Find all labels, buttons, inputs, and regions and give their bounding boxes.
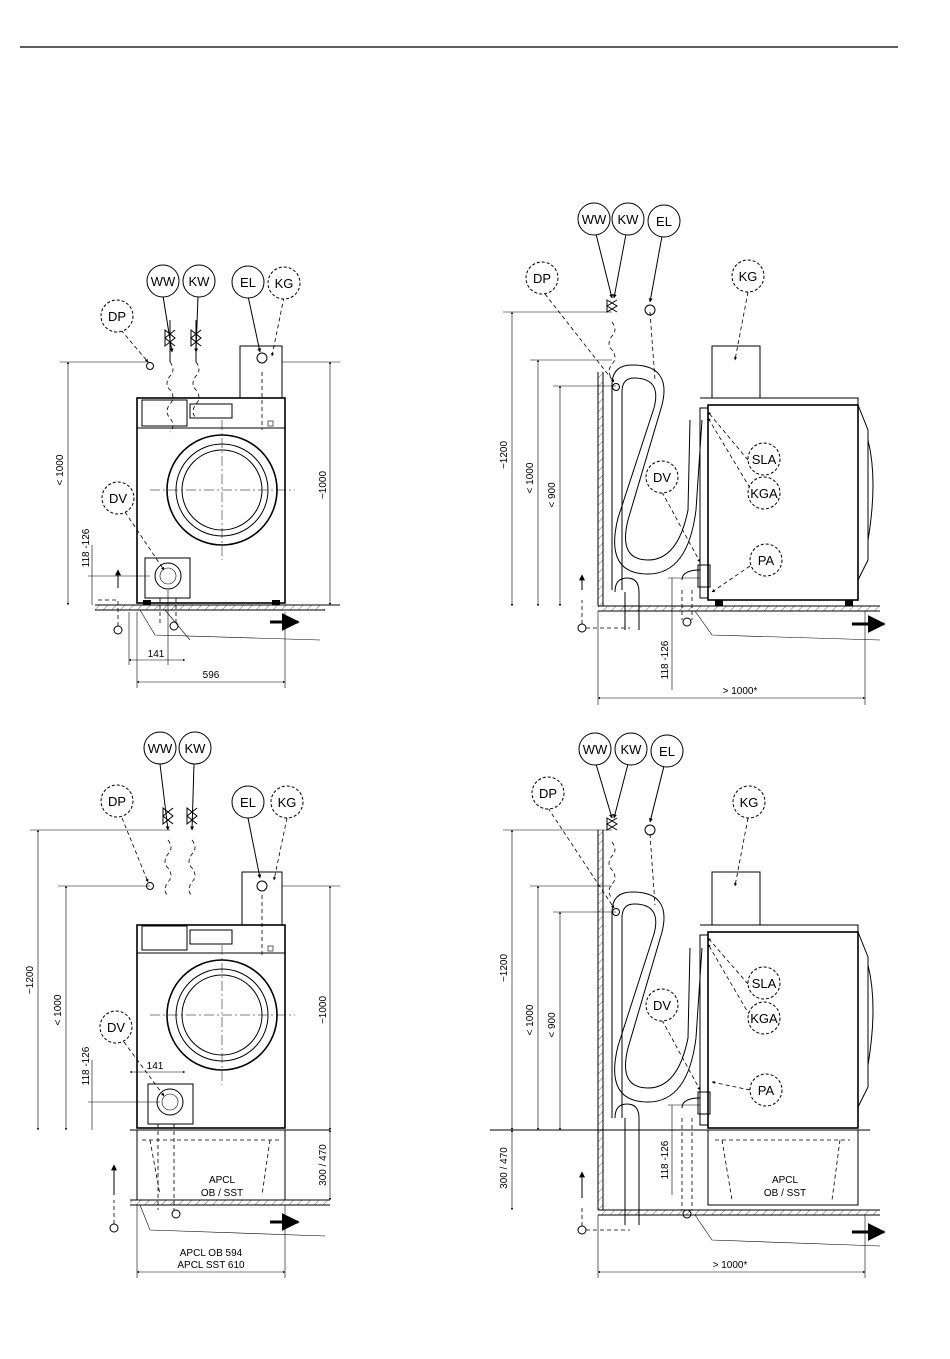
dim-1200-4: ~1200 bbox=[499, 954, 510, 983]
label-pa-2: PA bbox=[758, 553, 775, 568]
dim-1000-3: ~1000 bbox=[318, 996, 329, 1025]
label-dp-1: DP bbox=[108, 309, 126, 324]
dim-gt1000-2: > 1000* bbox=[723, 686, 758, 697]
plinth-label-obsst-4: OB / SST bbox=[764, 1188, 806, 1199]
dim-118-126-1: 118 -126 bbox=[81, 528, 92, 567]
panel-side-plinth bbox=[490, 732, 886, 1278]
dim-lt1000-2: < 1000 bbox=[525, 462, 536, 493]
label-sla-4: SLA bbox=[752, 976, 777, 991]
label-ww-2: WW bbox=[582, 212, 607, 227]
dim-300-470-4: 300 / 470 bbox=[499, 1147, 510, 1189]
label-dv-4: DV bbox=[653, 998, 671, 1013]
dim-lt1000-4: < 1000 bbox=[525, 1004, 536, 1035]
label-kg-4: KG bbox=[740, 795, 759, 810]
label-dv-1: DV bbox=[109, 491, 127, 506]
label-kg-3: KG bbox=[278, 795, 297, 810]
dim-118-126-4: 118 -126 bbox=[660, 1140, 671, 1179]
label-el-2: EL bbox=[656, 214, 672, 229]
panel-front-plinth bbox=[30, 731, 340, 1278]
label-ww-3: WW bbox=[148, 741, 173, 756]
label-kw-1: KW bbox=[189, 274, 211, 289]
dim-lt900-2: < 900 bbox=[547, 482, 558, 508]
plinth-label-apcl-3: APCL bbox=[209, 1175, 236, 1186]
dim-118-126-2: 118 -126 bbox=[660, 640, 671, 679]
plinth-label-apcl-4: APCL bbox=[772, 1175, 799, 1186]
label-kg-1: KG bbox=[275, 276, 294, 291]
label-kw-3: KW bbox=[185, 741, 207, 756]
dim-141-1: 141 bbox=[148, 649, 165, 660]
panel-side-floor bbox=[503, 202, 886, 705]
dim-lt900-4: < 900 bbox=[547, 1012, 558, 1038]
label-kg-2: KG bbox=[739, 269, 758, 284]
label-el-4: EL bbox=[659, 744, 675, 759]
plinth-label-obsst-3: OB / SST bbox=[201, 1188, 243, 1199]
label-dv-3: DV bbox=[107, 1020, 125, 1035]
label-el-1: EL bbox=[240, 275, 256, 290]
label-kw-4: KW bbox=[621, 742, 643, 757]
dim-gt1000-4: > 1000* bbox=[713, 1260, 748, 1271]
dim-1000-1: ~1000 bbox=[318, 471, 329, 500]
label-kga-4: KGA bbox=[750, 1011, 778, 1026]
label-kw-2: KW bbox=[618, 212, 640, 227]
dim-apcl-sst-610: APCL SST 610 bbox=[177, 1260, 245, 1271]
label-dv-2: DV bbox=[653, 470, 671, 485]
dim-118-126-3: 118 -126 bbox=[81, 1046, 92, 1085]
label-pa-4: PA bbox=[758, 1083, 775, 1098]
label-kga-2: KGA bbox=[750, 486, 778, 501]
label-el-3: EL bbox=[240, 795, 256, 810]
label-dp-4: DP bbox=[539, 786, 557, 801]
dim-1200-2: ~1200 bbox=[499, 441, 510, 470]
dim-lt1000-1: < 1000 bbox=[55, 454, 66, 485]
panel-front-floor bbox=[60, 264, 340, 688]
label-sla-2: SLA bbox=[752, 452, 777, 467]
dim-apcl-ob-594: APCL OB 594 bbox=[180, 1248, 243, 1259]
label-ww-1: WW bbox=[151, 274, 176, 289]
dim-lt1000-3: < 1000 bbox=[53, 994, 64, 1025]
dim-1200-3: ~1200 bbox=[25, 966, 36, 995]
dim-300-470-3: 300 / 470 bbox=[318, 1144, 329, 1186]
dim-596-1: 596 bbox=[203, 670, 220, 681]
label-dp-3: DP bbox=[108, 794, 126, 809]
label-dp-2: DP bbox=[533, 271, 551, 286]
dim-141-3: 141 bbox=[147, 1061, 164, 1072]
label-ww-4: WW bbox=[583, 742, 608, 757]
